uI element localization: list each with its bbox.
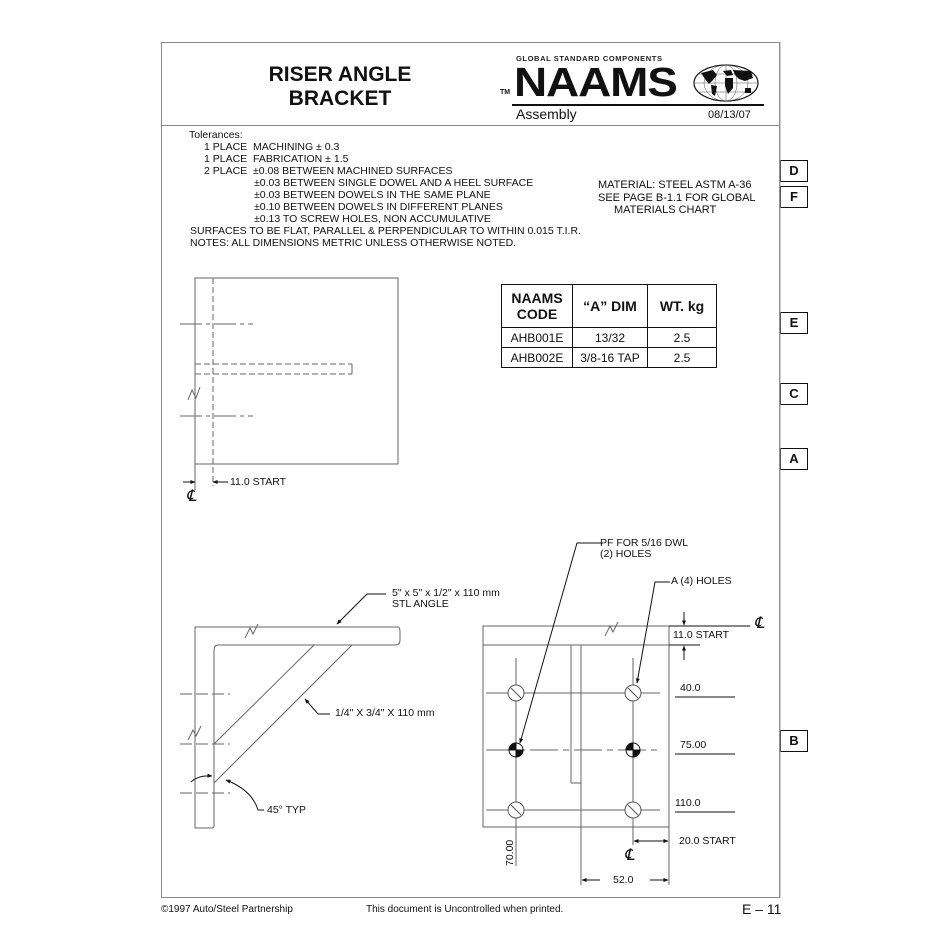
revision-date: 08/13/07 [708,109,751,121]
dim-40: 40.0 [680,682,701,694]
title-line-2: BRACKET [288,87,392,110]
dim-70: 70.00 [504,839,516,866]
logo-tagline: GLOBAL STANDARD COMPONENTS [516,54,663,63]
trademark-mark: TM [500,89,511,96]
page-number: E – 11 [742,901,782,917]
cell-weight: 2.5 [647,347,717,368]
tolerance-line: 2 PLACE ±0.08 BETWEEN MACHINED SURFACES [204,165,453,177]
cell-code: AHB001E [501,327,573,348]
surfaces-note: SURFACES TO BE FLAT, PARALLEL & PERPENDI… [190,225,581,237]
angle-note: 45° TYP [267,804,307,816]
top-view-start-dim: 11.0 START [230,476,287,488]
dowel-callout-line-2: (2) HOLES [600,548,652,560]
cell-weight: 2.5 [647,327,717,348]
centerline-symbol: ℄ [754,615,765,632]
table-row: AHB002E 3/8-16 TAP 2.5 [501,347,717,368]
tolerance-line: ±0.10 BETWEEN DOWELS IN DIFFERENT PLANES [254,201,503,213]
side-start-dim: 20.0 START [679,835,736,847]
angle-callout-material: STL ANGLE [392,598,449,610]
dowel-callout-line-1: PF FOR 5/16 DWL [600,537,689,549]
copyright: ©1997 Auto/Steel Partnership [161,904,293,915]
holes-callout: A (4) HOLES [671,575,732,587]
cell-code: AHB002E [501,347,573,368]
header-divider [161,125,780,126]
material-line: SEE PAGE B-1.1 FOR GLOBAL [598,191,756,204]
material-line: MATERIALS CHART [614,204,717,216]
globe-icon [693,64,759,102]
material-note: MATERIAL: STEEL ASTM A-36 SEE PAGE B-1.1… [598,179,756,217]
cell-dim: 3/8-16 TAP [572,347,648,368]
gusset-callout: 1/4" X 3/4" X 110 mm [335,707,435,719]
tolerance-line: ±0.13 TO SCREW HOLES, NON ACCUMULATIVE [254,213,491,225]
tolerance-line: ±0.03 BETWEEN DOWELS IN THE SAME PLANE [254,189,491,201]
dim-75: 75.00 [680,739,707,751]
angle-callout-size: 5" x 5" x 1/2" x 110 mm [392,587,500,599]
tolerance-line: 1 PLACE FABRICATION ± 1.5 [204,153,349,165]
page-title: RISER ANGLE BRACKET [230,63,450,111]
view-tab-b[interactable]: B [780,730,808,752]
tolerance-line: 1 PLACE MACHINING ± 0.3 [204,141,340,153]
dim-52: 52.0 [611,874,636,886]
dimensions-note: NOTES: ALL DIMENSIONS METRIC UNLESS OTHE… [190,237,517,249]
naams-logo: NAAMS [514,59,678,105]
dim-110: 110.0 [675,797,701,809]
logo-underline [512,104,764,106]
centerline-symbol: ℄ [186,488,197,505]
title-line-1: RISER ANGLE [268,63,412,86]
table-row: AHB001E 13/32 2.5 [501,327,717,348]
uncontrolled-notice: This document is Uncontrolled when print… [366,904,564,915]
tolerance-line: ±0.03 BETWEEN SINGLE DOWEL AND A HEEL SU… [254,177,534,189]
col-header-dim: “A” DIM [572,284,648,328]
centerline-symbol: ℄ [624,847,635,864]
top-start-dim: 11.0 START [673,629,730,641]
tolerances-heading: Tolerances: [189,129,243,141]
category-label: Assembly [516,106,577,122]
part-number-table: NAAMS CODE “A” DIM WT. kg AHB001E 13/32 … [501,284,717,368]
material-line: MATERIAL: STEEL ASTM A-36 [598,179,752,191]
